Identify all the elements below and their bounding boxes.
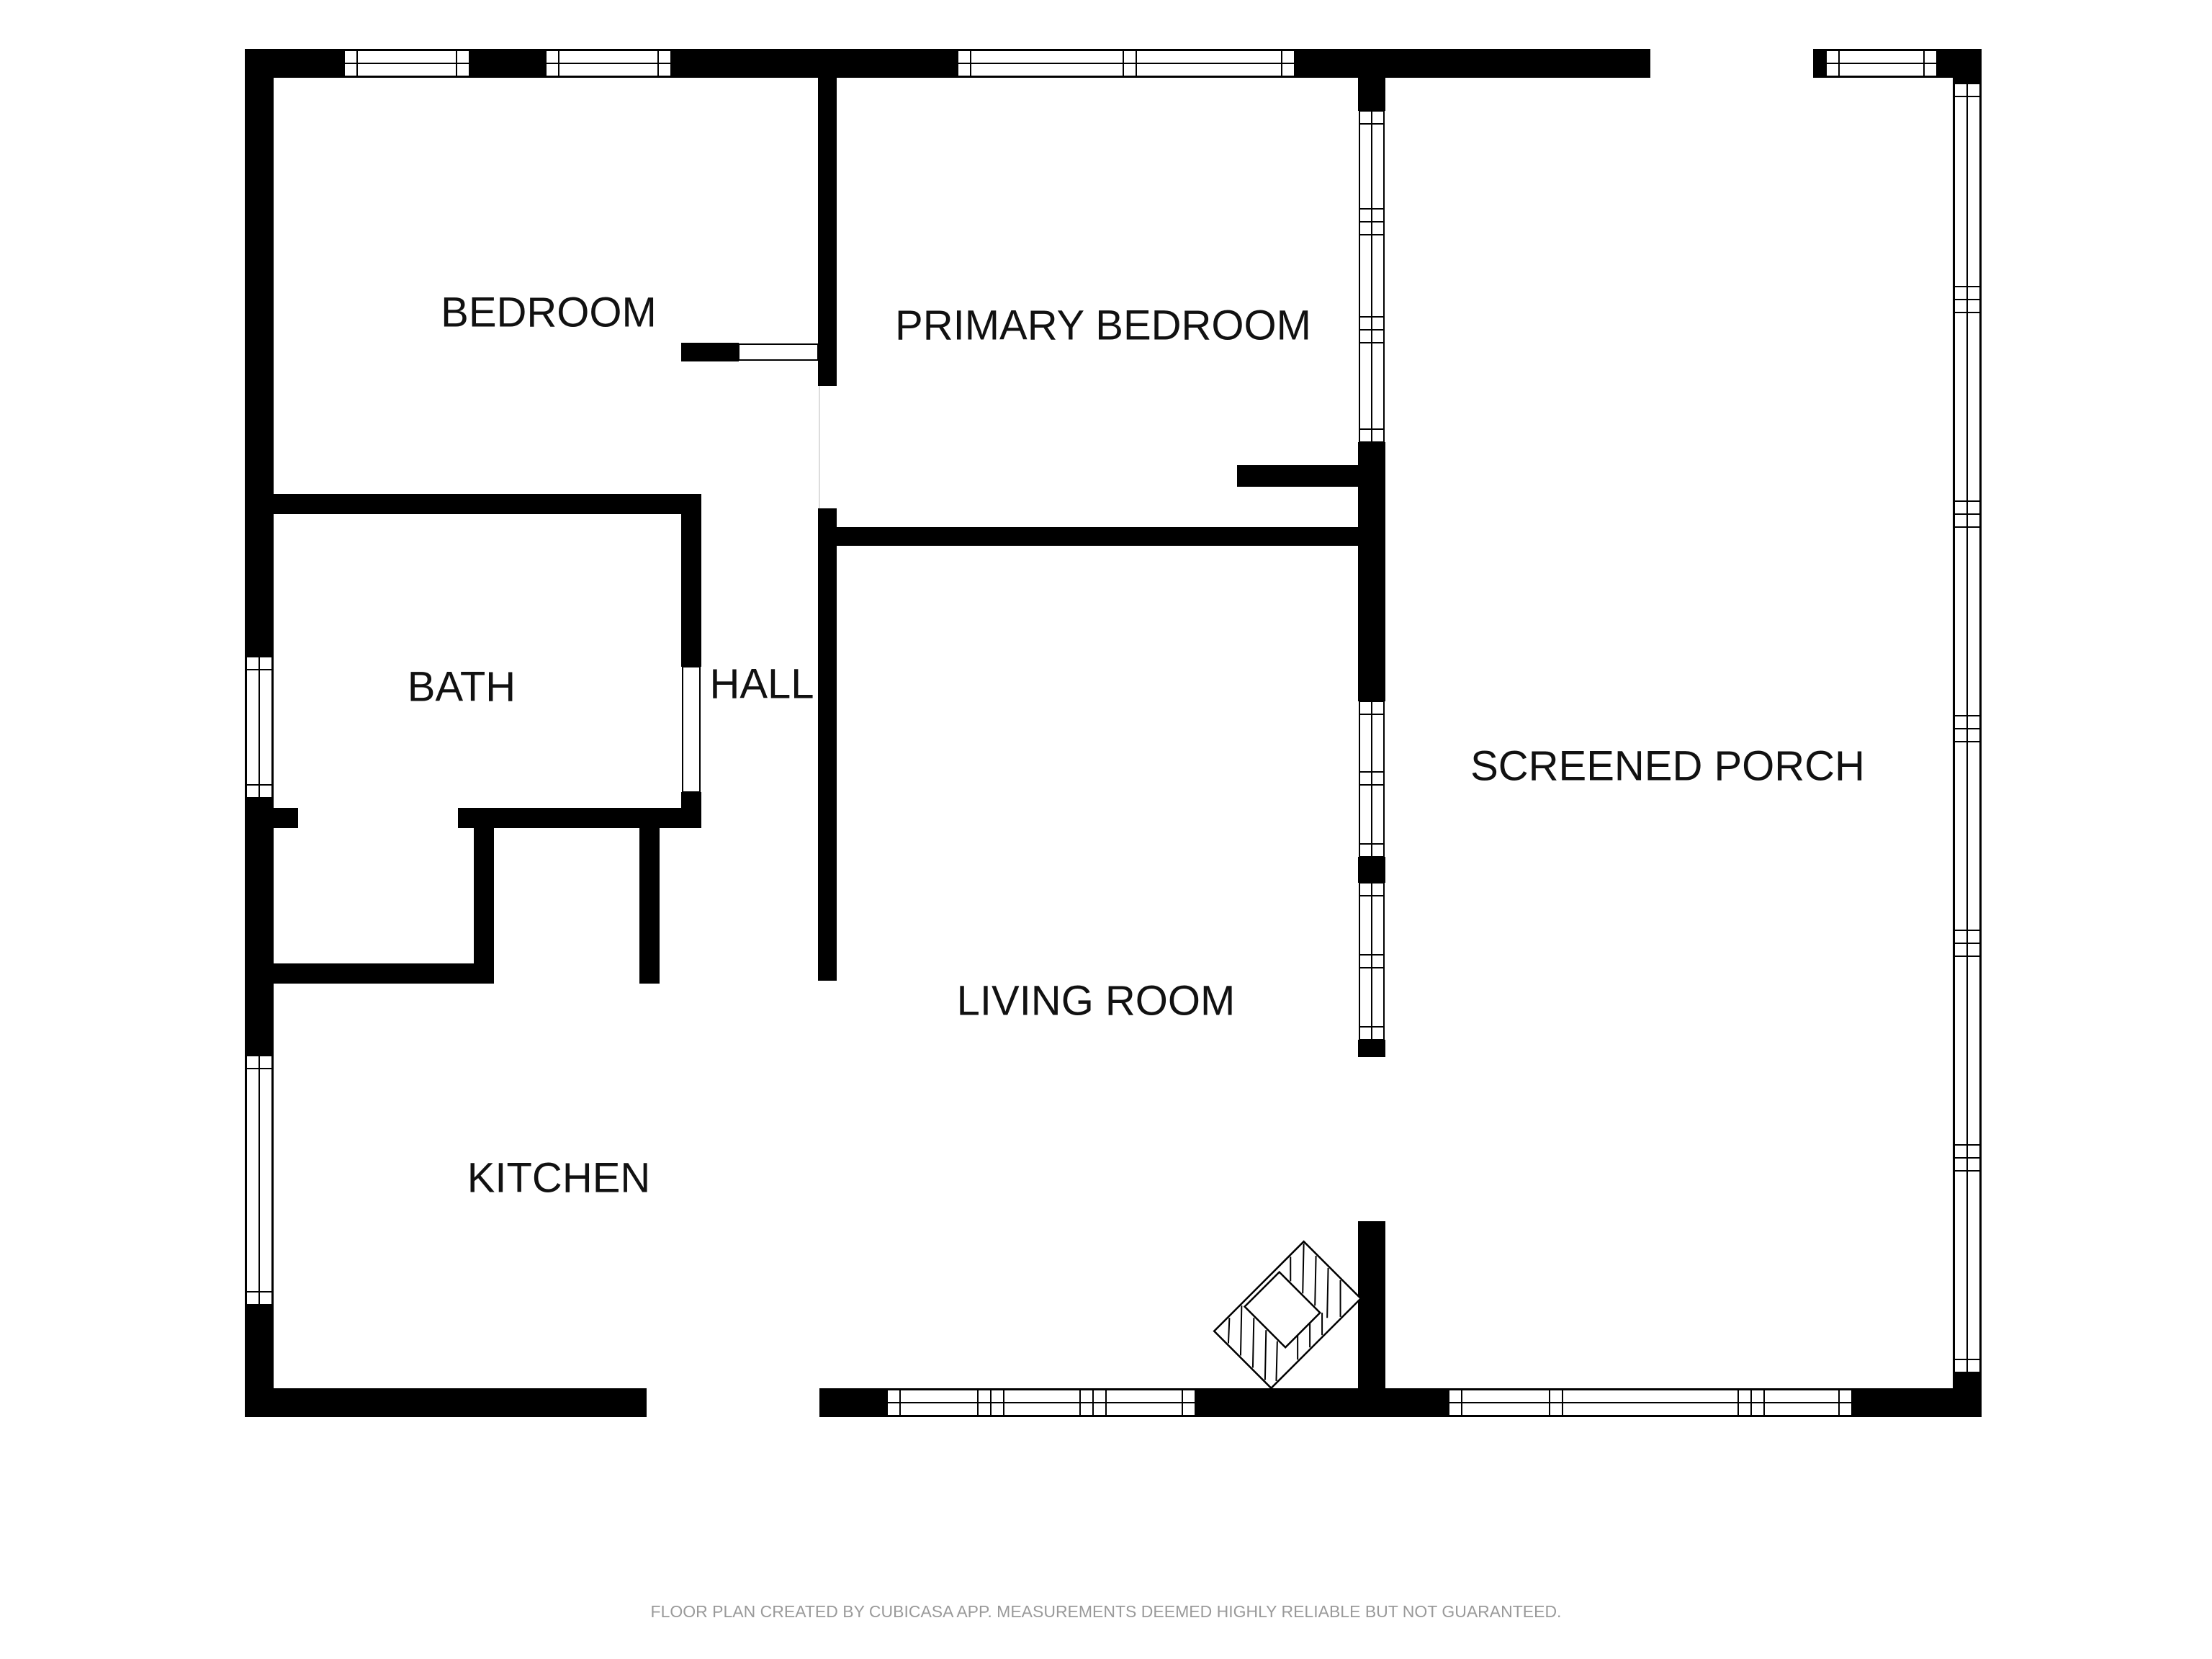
footer-disclaimer: FLOOR PLAN CREATED BY CUBICASA APP. MEAS… — [651, 1602, 1562, 1621]
front-door-opening — [647, 1388, 819, 1417]
windows — [246, 50, 1981, 1416]
wall-porch-lower — [1358, 1221, 1385, 1417]
wall-primary-stub — [1237, 465, 1358, 487]
openings — [647, 49, 1813, 1417]
bedroom-door-leaf — [738, 343, 819, 361]
bath-door-leaf — [682, 666, 701, 793]
wall-porch-mid1 — [1358, 442, 1385, 701]
exterior-walls — [245, 49, 1982, 1417]
window-bedroom-top-1 — [343, 50, 470, 77]
wall-top — [245, 49, 1650, 78]
window-bath-left — [246, 656, 273, 799]
label-kitchen: KITCHEN — [467, 1154, 651, 1201]
wall-closet-bottom — [274, 963, 494, 984]
living-porch-door-opening — [1358, 1057, 1385, 1221]
room-labels: BEDROOM PRIMARY BEDROOM BATH HALL SCREEN… — [408, 289, 1865, 1201]
window-porch-right — [1954, 83, 1981, 1373]
wall-porch-upper — [1358, 49, 1385, 111]
wall-bedroom-door-stub — [681, 343, 739, 361]
wall-closet-right — [474, 828, 494, 984]
wall-bath-bottom-right — [458, 808, 701, 828]
fireplace-icon — [1213, 1240, 1362, 1390]
wall-hall-upper — [818, 78, 837, 386]
wall-hall-lower — [818, 508, 837, 981]
window-primary-top — [957, 50, 1295, 77]
interior-walls — [274, 49, 1385, 1417]
porch-top-opening — [1650, 49, 1813, 78]
wall-kitchen-stub — [639, 828, 660, 984]
window-kitchen-left — [246, 1055, 273, 1305]
wall-bottom-left — [245, 1388, 647, 1417]
window-living-porch-2 — [1359, 882, 1385, 1040]
label-hall: HALL — [709, 660, 814, 707]
wall-bath-bottom-left — [274, 808, 298, 828]
wall-porch-mid2 — [1358, 857, 1385, 883]
wall-porch-mid3 — [1358, 1040, 1385, 1057]
wall-bath-right-upper — [681, 494, 701, 667]
label-bath: BATH — [408, 663, 516, 710]
window-porch-top — [1825, 50, 1938, 77]
wall-primary-living — [837, 527, 1362, 546]
window-porch-bottom — [1448, 1389, 1853, 1416]
label-screened-porch: SCREENED PORCH — [1470, 742, 1865, 789]
window-primary-porch — [1359, 110, 1385, 443]
label-bedroom: BEDROOM — [441, 289, 657, 336]
window-living-bottom — [886, 1389, 1196, 1416]
wall-bath-top — [274, 494, 701, 514]
label-living-room: LIVING ROOM — [957, 977, 1236, 1024]
label-primary-bedroom: PRIMARY BEDROOM — [895, 302, 1311, 349]
window-living-porch-1 — [1359, 701, 1385, 858]
window-bedroom-top-2 — [545, 50, 672, 77]
